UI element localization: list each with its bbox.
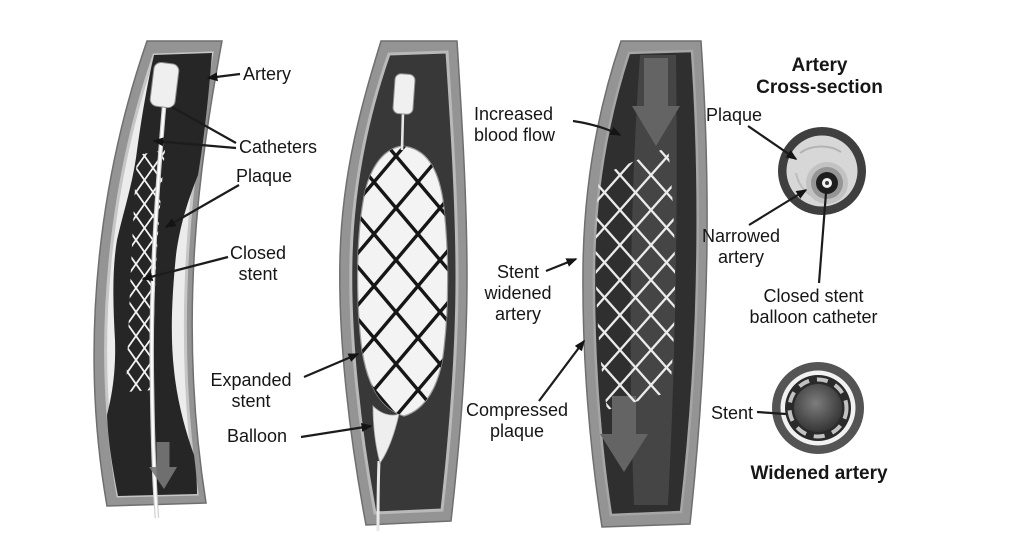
stent-widened-artery-illustration xyxy=(582,40,708,528)
leader-artery xyxy=(206,72,241,82)
blood-center xyxy=(794,384,842,432)
blood-flow-arrow-top xyxy=(632,58,680,146)
balloon-expansion-illustration xyxy=(339,40,468,532)
label-plaque: Plaque xyxy=(236,166,293,186)
balloon-tail xyxy=(372,405,400,464)
label-narrowed-artery: Narrowed artery xyxy=(701,226,781,268)
leader-plaque xyxy=(164,184,240,228)
stent-links xyxy=(787,377,849,439)
leader-increased-blood-flow xyxy=(572,119,622,136)
cross-section-widened xyxy=(772,362,864,454)
leader-closed-stent-balloon-catheter xyxy=(817,192,828,284)
label-artery: Artery xyxy=(243,64,292,84)
catheter-tip xyxy=(392,73,416,115)
catheter-wire xyxy=(400,111,405,151)
label-cross-section-title: Artery Cross-section xyxy=(756,55,883,99)
label-closed-stent-balloon-catheter: Closed stent balloon catheter xyxy=(749,286,878,328)
leader-expanded-stent xyxy=(303,352,360,379)
leader-catheters-upper xyxy=(171,106,237,144)
leader-narrowed-artery xyxy=(748,189,808,226)
label-widened-artery: Widened artery xyxy=(750,463,888,484)
label-stent: Stent xyxy=(711,403,754,423)
label-expanded-stent: Expanded stent xyxy=(210,370,292,412)
catheter-tip xyxy=(149,62,180,109)
label-stent-widened-artery: Stent widened artery xyxy=(484,262,552,325)
leader-catheters-lower xyxy=(152,137,237,150)
widened-stent-mesh xyxy=(595,147,676,410)
leader-stent xyxy=(756,410,787,416)
leader-balloon xyxy=(300,423,373,439)
expanded-stent-mesh xyxy=(357,146,448,416)
label-compressed-plaque: Compressed plaque xyxy=(465,400,569,442)
cross-section-narrowed xyxy=(778,127,866,215)
label-closed-stent: Closed stent xyxy=(229,243,287,285)
catheter-core-dot xyxy=(825,181,829,185)
label-cs-plaque: Plaque xyxy=(706,105,763,125)
blood-flow-arrow xyxy=(149,442,177,489)
guidewire-lower xyxy=(376,460,381,532)
plaque-swirl xyxy=(799,145,842,154)
label-increased-blood-flow: Increased blood flow xyxy=(474,104,556,146)
label-balloon: Balloon xyxy=(227,426,288,446)
guidewire-core xyxy=(150,106,166,519)
leader-closed-stent xyxy=(141,255,229,281)
label-catheters: Catheters xyxy=(239,137,318,157)
leader-stent-widened-artery xyxy=(545,257,578,273)
leader-cs-plaque xyxy=(747,125,798,160)
leader-compressed-plaque xyxy=(538,339,585,402)
narrowed-artery-illustration xyxy=(93,40,223,519)
